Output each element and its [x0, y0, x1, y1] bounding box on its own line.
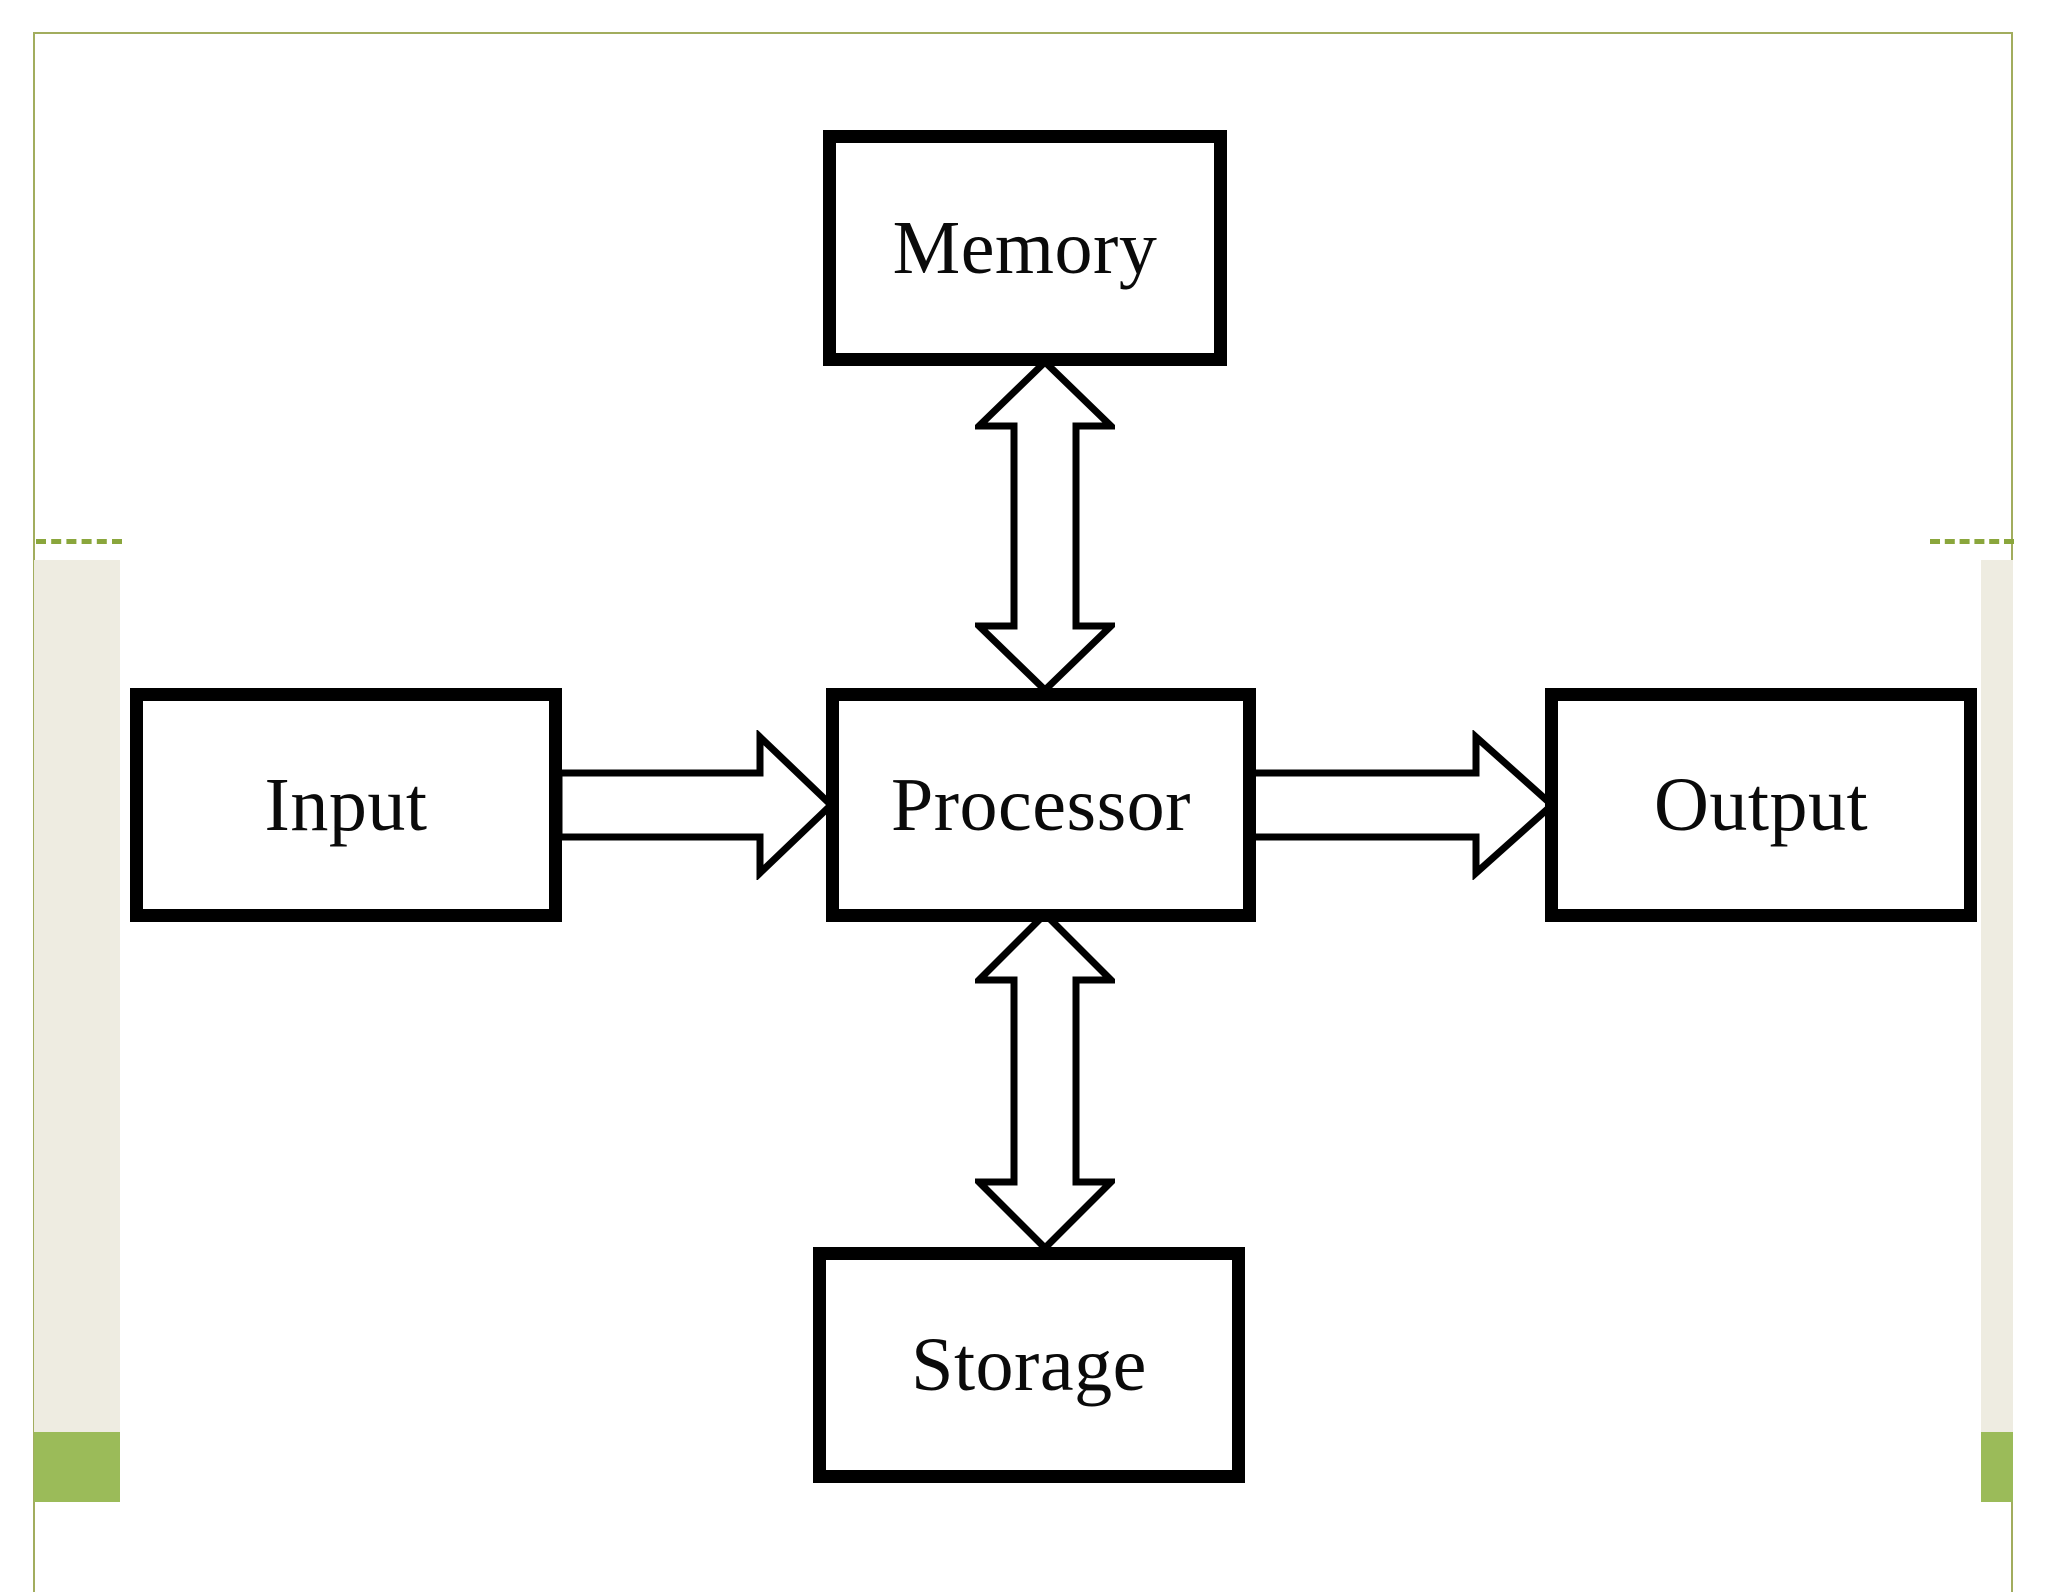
left-accent-block	[34, 1432, 120, 1502]
right-dashed-rule	[1930, 539, 2014, 544]
left-decorative-band	[34, 560, 120, 1432]
slide-canvas: Memory Input Processor Output Storage	[33, 32, 2014, 1592]
arrow-input-to-processor	[555, 730, 835, 880]
right-accent-block	[1981, 1432, 2013, 1502]
node-input-label: Input	[264, 763, 428, 847]
node-memory-label: Memory	[892, 206, 1158, 290]
right-decorative-band	[1981, 560, 2013, 1432]
arrow-memory-to-processor	[975, 358, 1115, 694]
node-storage[interactable]: Storage	[813, 1247, 1245, 1483]
node-output[interactable]: Output	[1545, 688, 1977, 922]
node-memory[interactable]: Memory	[823, 130, 1227, 366]
node-storage-label: Storage	[911, 1323, 1147, 1407]
left-dashed-rule	[36, 539, 122, 544]
node-processor-label: Processor	[890, 763, 1191, 847]
arrow-processor-to-storage	[975, 910, 1115, 1252]
node-input[interactable]: Input	[130, 688, 562, 922]
node-processor[interactable]: Processor	[826, 688, 1256, 922]
arrow-processor-to-output	[1248, 730, 1556, 880]
node-output-label: Output	[1653, 763, 1869, 847]
